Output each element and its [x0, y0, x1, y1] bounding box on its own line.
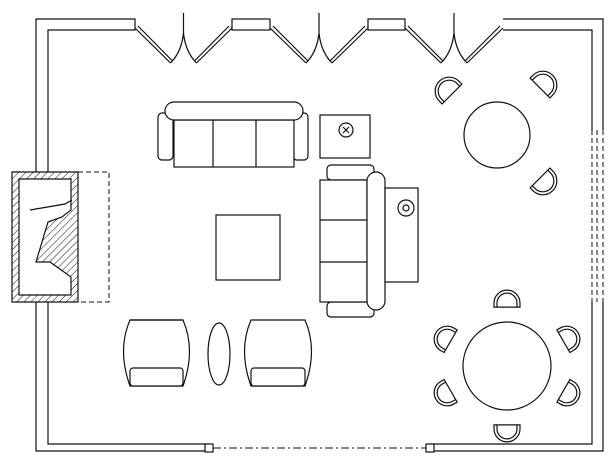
- chair: [433, 325, 458, 354]
- wall-pier: [231, 18, 271, 31]
- chair: [556, 378, 581, 407]
- chair: [493, 289, 521, 308]
- chair: [433, 378, 458, 407]
- bottom-opening: [204, 443, 435, 453]
- coffee-table: [215, 214, 281, 281]
- sofa-top: [157, 101, 309, 168]
- chair: [493, 424, 521, 443]
- door-post: [204, 443, 214, 453]
- sofa-right: [319, 164, 386, 318]
- door-post: [425, 443, 435, 453]
- folding-door[interactable]: [269, 13, 369, 64]
- chair: [434, 76, 463, 105]
- armchair-left: [122, 319, 191, 387]
- armchair-right: [243, 319, 313, 387]
- lamp-icon: [397, 199, 415, 217]
- window-right: [591, 130, 604, 302]
- wall-pier: [367, 18, 406, 31]
- exterior-walls: [35, 18, 604, 452]
- chair: [556, 325, 581, 354]
- round-table: [463, 101, 531, 169]
- lamp-icon: [338, 122, 354, 138]
- round-table-group: [434, 70, 558, 196]
- fireplace: [11, 171, 110, 303]
- side-table: [319, 114, 371, 159]
- oval-side-table: [207, 322, 231, 386]
- hearth: [77, 171, 110, 303]
- chair: [529, 70, 558, 99]
- folding-door[interactable]: [404, 13, 504, 64]
- chair: [529, 167, 558, 196]
- dining-table: [462, 321, 552, 411]
- dining-table-group: [433, 289, 581, 443]
- folding-door[interactable]: [134, 13, 233, 64]
- console-table: [384, 187, 419, 283]
